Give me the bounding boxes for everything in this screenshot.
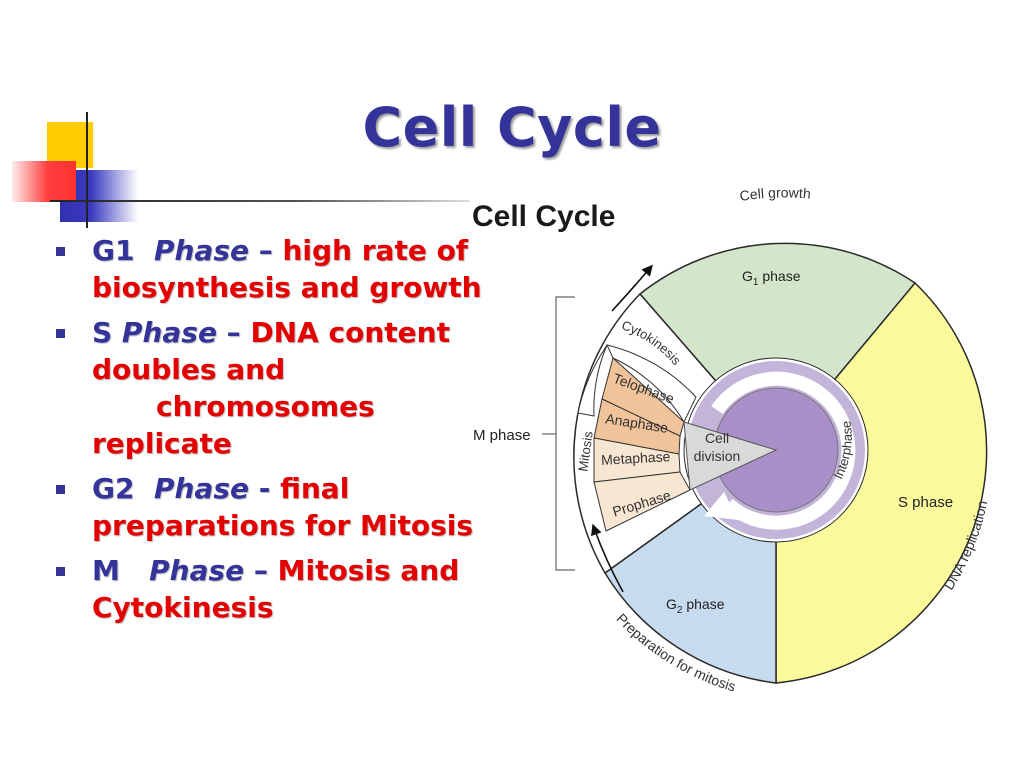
- bullet-key: S: [92, 316, 113, 349]
- mitosis-label: Mitosis: [575, 430, 596, 473]
- s-phase-label: S phase: [898, 494, 953, 511]
- slide-title: Cell Cycle: [362, 96, 662, 160]
- bullet-square-icon: [56, 567, 65, 576]
- decor-vertical-line: [86, 112, 88, 228]
- g1-phase-label: G1 phase: [742, 268, 801, 288]
- m-phase-bracket: [555, 296, 575, 571]
- decor-yellow-square: [47, 122, 93, 168]
- bullet-g2: G2 Phase - final preparations for Mitosi…: [52, 470, 482, 544]
- bullet-desc: high rate of biosynthesis and growth: [92, 234, 482, 304]
- bullet-desc-continued: chromosomes replicate: [92, 390, 375, 460]
- m-phase-label: M phase: [473, 427, 531, 444]
- bullet-phase: Phase: [121, 316, 217, 349]
- diagram-title: Cell Cycle: [472, 200, 615, 233]
- cell-division-wedge: [683, 421, 778, 491]
- g2-phase-label: G2 phase: [666, 596, 725, 616]
- arrow-to-mitosis-icon: [591, 523, 624, 593]
- bullet-phase: Phase: [149, 554, 245, 587]
- bullet-separator: –: [248, 234, 283, 267]
- metaphase-label: Metaphase: [601, 448, 671, 468]
- cell-division-label-1: Cell: [705, 430, 729, 446]
- bullet-square-icon: [56, 329, 65, 338]
- bullet-g1: G1 Phase – high rate of biosynthesis and…: [52, 232, 482, 306]
- arrow-to-g1-icon: [611, 264, 653, 312]
- bullet-list: G1 Phase – high rate of biosynthesis and…: [52, 232, 482, 634]
- bullet-separator: –: [244, 554, 278, 587]
- cell-division-label-2: division: [694, 448, 741, 464]
- bullet-desc: DNA content doubles and: [92, 316, 450, 386]
- interphase-arrow-icon: [704, 492, 738, 520]
- bullet-key: G1: [92, 234, 135, 267]
- bullet-square-icon: [56, 485, 65, 494]
- bullet-square-icon: [56, 247, 65, 256]
- decor-horizontal-line: [50, 200, 470, 202]
- cell-growth-label: Cell growth: [738, 186, 811, 204]
- bullet-desc: Mitosis and Cytokinesis: [92, 554, 460, 624]
- interphase-white-arc: [711, 371, 856, 530]
- s-phase-sector: [775, 281, 988, 684]
- bullet-m: M Phase – Mitosis and Cytokinesis: [52, 552, 482, 626]
- decor-red-square: [12, 161, 76, 202]
- bullet-phase: Phase: [153, 234, 249, 267]
- bullet-separator: -: [248, 472, 281, 505]
- bullet-key: M: [92, 554, 120, 587]
- g1-phase-sector: [638, 242, 917, 452]
- bullet-key: G2: [92, 472, 135, 505]
- bullet-phase: Phase: [153, 472, 249, 505]
- cell-cycle-diagram: Cell Cycle G1 phase S phase G2 phase Cel…: [472, 186, 990, 695]
- bullet-desc: final preparations for Mitosis: [92, 472, 474, 542]
- bullet-separator: –: [216, 316, 251, 349]
- mitosis-band: [577, 344, 608, 417]
